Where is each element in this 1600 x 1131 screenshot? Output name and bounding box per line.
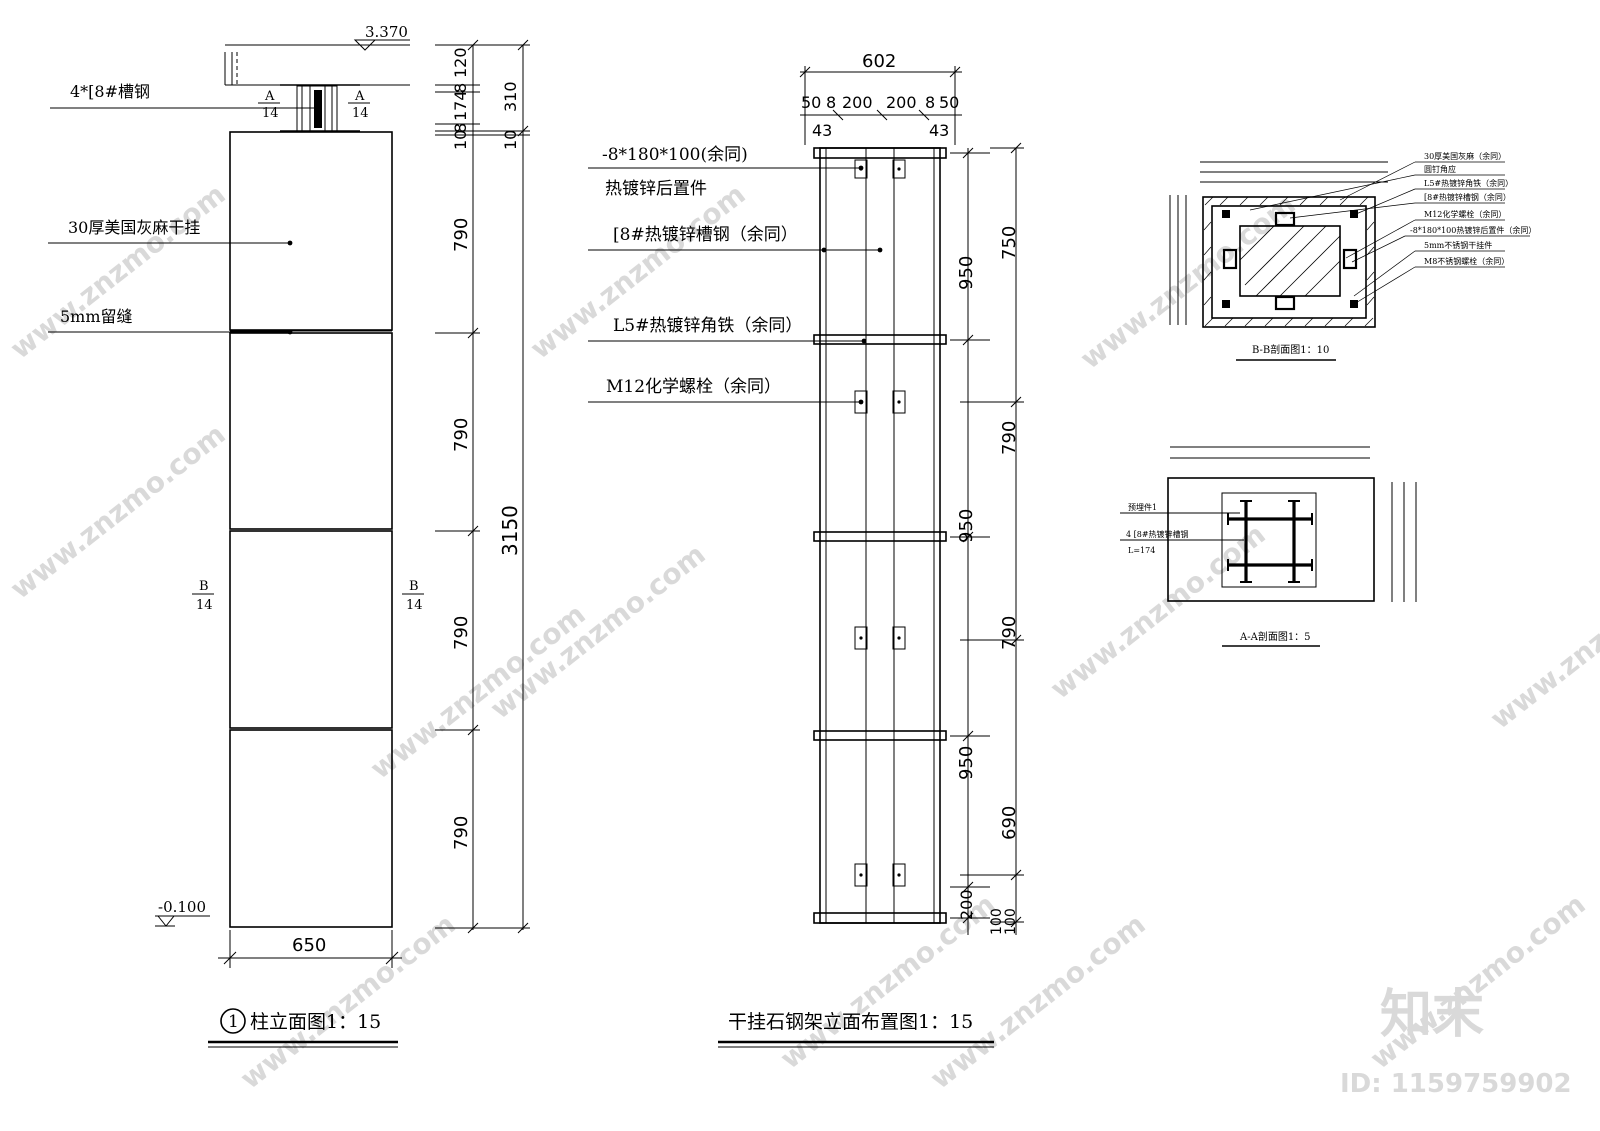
- bb-note: M8不锈钢螺栓（余同）: [1424, 256, 1509, 266]
- aa-note: 4 [8#热镀锌槽钢: [1126, 529, 1189, 539]
- column-elevation: 3.370 A 14 A 14 4*[8#槽钢 30厚美国灰麻干挂: [48, 23, 530, 1048]
- aa-title: A-A剖面图1：5: [1239, 630, 1311, 643]
- watermark-text: www.znzmo.com: [1484, 548, 1600, 736]
- steel-frame-elevation: 602 50 8 200 200 8 50 43 43: [588, 51, 1024, 1048]
- section-b-sheet: 14: [406, 598, 423, 613]
- view-number: 1: [228, 1012, 239, 1032]
- watermark-logo: 知末: [1380, 985, 1484, 1045]
- dim-top: 8: [451, 83, 470, 93]
- view-title-middle: 干挂石钢架立面布置图1：15: [728, 1011, 973, 1033]
- frame-dim-inner: 950: [956, 746, 977, 780]
- watermark-text: www.znzmo.com: [1364, 888, 1592, 1076]
- frame-dim-outer: 790: [999, 421, 1020, 455]
- bolt-label: M12化学螺栓（余同）: [606, 377, 781, 397]
- watermark-id: ID: 1159759902: [1340, 1069, 1572, 1099]
- section-b-letter: B: [409, 579, 419, 594]
- section-a-sheet: 14: [262, 106, 279, 121]
- dim-panel: 790: [451, 816, 472, 850]
- frame-dim-top: 50: [801, 93, 821, 112]
- dim-top: 120: [451, 47, 470, 78]
- frame-dim-top: 8: [826, 93, 836, 112]
- bb-note: -8*180*100热镀锌后置件（余同）: [1410, 225, 1536, 235]
- dim-top: 8: [451, 123, 470, 133]
- total-height: 3150: [498, 505, 522, 556]
- bb-note: L5#热镀锌角铁（余同）: [1424, 178, 1513, 188]
- bb-note: 30厚美国灰麻（余同）: [1424, 151, 1506, 161]
- bb-note: M12化学螺栓（余同）: [1424, 209, 1506, 219]
- frame-dim-top: 200: [886, 93, 917, 112]
- watermark-text: www.znzmo.com: [524, 178, 752, 366]
- frame-width: 602: [862, 51, 896, 72]
- section-a-letter: A: [264, 89, 275, 104]
- embed-label2: 热镀锌后置件: [605, 179, 707, 199]
- dim-top: 10: [451, 130, 470, 150]
- section-b-sheet: 14: [196, 598, 213, 613]
- elevation-top: 3.370: [365, 23, 408, 41]
- watermark-text: www.znzmo.com: [1044, 518, 1272, 706]
- aa-note: L=174: [1128, 546, 1155, 555]
- bb-notes: 30厚美国灰麻（余同） 圆钉角应 L5#热镀锌角铁（余同） [8#热镀锌槽钢（余…: [1249, 151, 1536, 305]
- watermark-text: www.znzmo.com: [4, 418, 232, 606]
- dim-top: 174: [451, 90, 470, 121]
- angle-label: L5#热镀锌角铁（余同）: [613, 316, 802, 336]
- anchor-plates: [854, 159, 906, 887]
- frame-dim-outer: 790: [999, 616, 1020, 650]
- frame-dim-top: 200: [842, 93, 873, 112]
- watermark-text: www.znzmo.com: [4, 178, 232, 366]
- gap-label: 5mm留缝: [60, 307, 133, 326]
- elevation-bottom: -0.100: [158, 898, 206, 916]
- dim-panel: 790: [451, 418, 472, 452]
- bb-note: 圆钉角应: [1424, 164, 1456, 174]
- view-title-left: 柱立面图1：15: [250, 1011, 381, 1033]
- frame-dim-top: 8: [925, 93, 935, 112]
- dim-outer: 10: [501, 130, 520, 150]
- section-b-letter: B: [199, 579, 209, 594]
- channel-label: 4*[8#槽钢: [70, 82, 150, 101]
- frame-dim-inner: 200: [957, 889, 976, 920]
- bb-note: [8#热镀锌槽钢（余同）: [1424, 192, 1511, 202]
- channel-label-mid: [8#热镀锌槽钢（余同）: [613, 225, 798, 245]
- frame-dim-outer: 690: [999, 806, 1020, 840]
- watermark-text: www.znzmo.com: [484, 538, 712, 726]
- bb-title: B-B剖面图1：10: [1252, 343, 1329, 356]
- frame-dim-inner: 950: [956, 256, 977, 290]
- dim-outer: 310: [501, 81, 520, 112]
- dim-panel: 790: [451, 616, 472, 650]
- frame-dim-inner: 950: [956, 509, 977, 543]
- bb-section: 30厚美国灰麻（余同） 圆钉角应 L5#热镀锌角铁（余同） [8#热镀锌槽钢（余…: [1169, 151, 1536, 361]
- bb-note: 5mm不锈钢干挂件: [1424, 240, 1492, 250]
- frame-dim-outer: 100: [1003, 908, 1019, 935]
- frame-dim-top2: 43: [812, 121, 832, 140]
- aa-note: 预埋件1: [1128, 502, 1157, 512]
- watermark-text: www.znzmo.com: [364, 598, 592, 786]
- frame-dim-outer: 750: [999, 226, 1020, 260]
- dim-panel: 790: [451, 218, 472, 252]
- embed-label: -8*180*100(余同): [602, 145, 748, 165]
- width-dim: 650: [292, 935, 326, 956]
- frame-dim-top: 50: [939, 93, 959, 112]
- section-a-sheet: 14: [352, 106, 369, 121]
- stone-label: 30厚美国灰麻干挂: [68, 218, 200, 237]
- frame-dim-top2: 43: [929, 121, 949, 140]
- watermark-text: www.znzmo.com: [234, 908, 462, 1096]
- aa-section: 预埋件1 4 [8#热镀锌槽钢 L=174 A-A剖面图1：5: [1120, 446, 1417, 647]
- section-a-letter: A: [354, 89, 365, 104]
